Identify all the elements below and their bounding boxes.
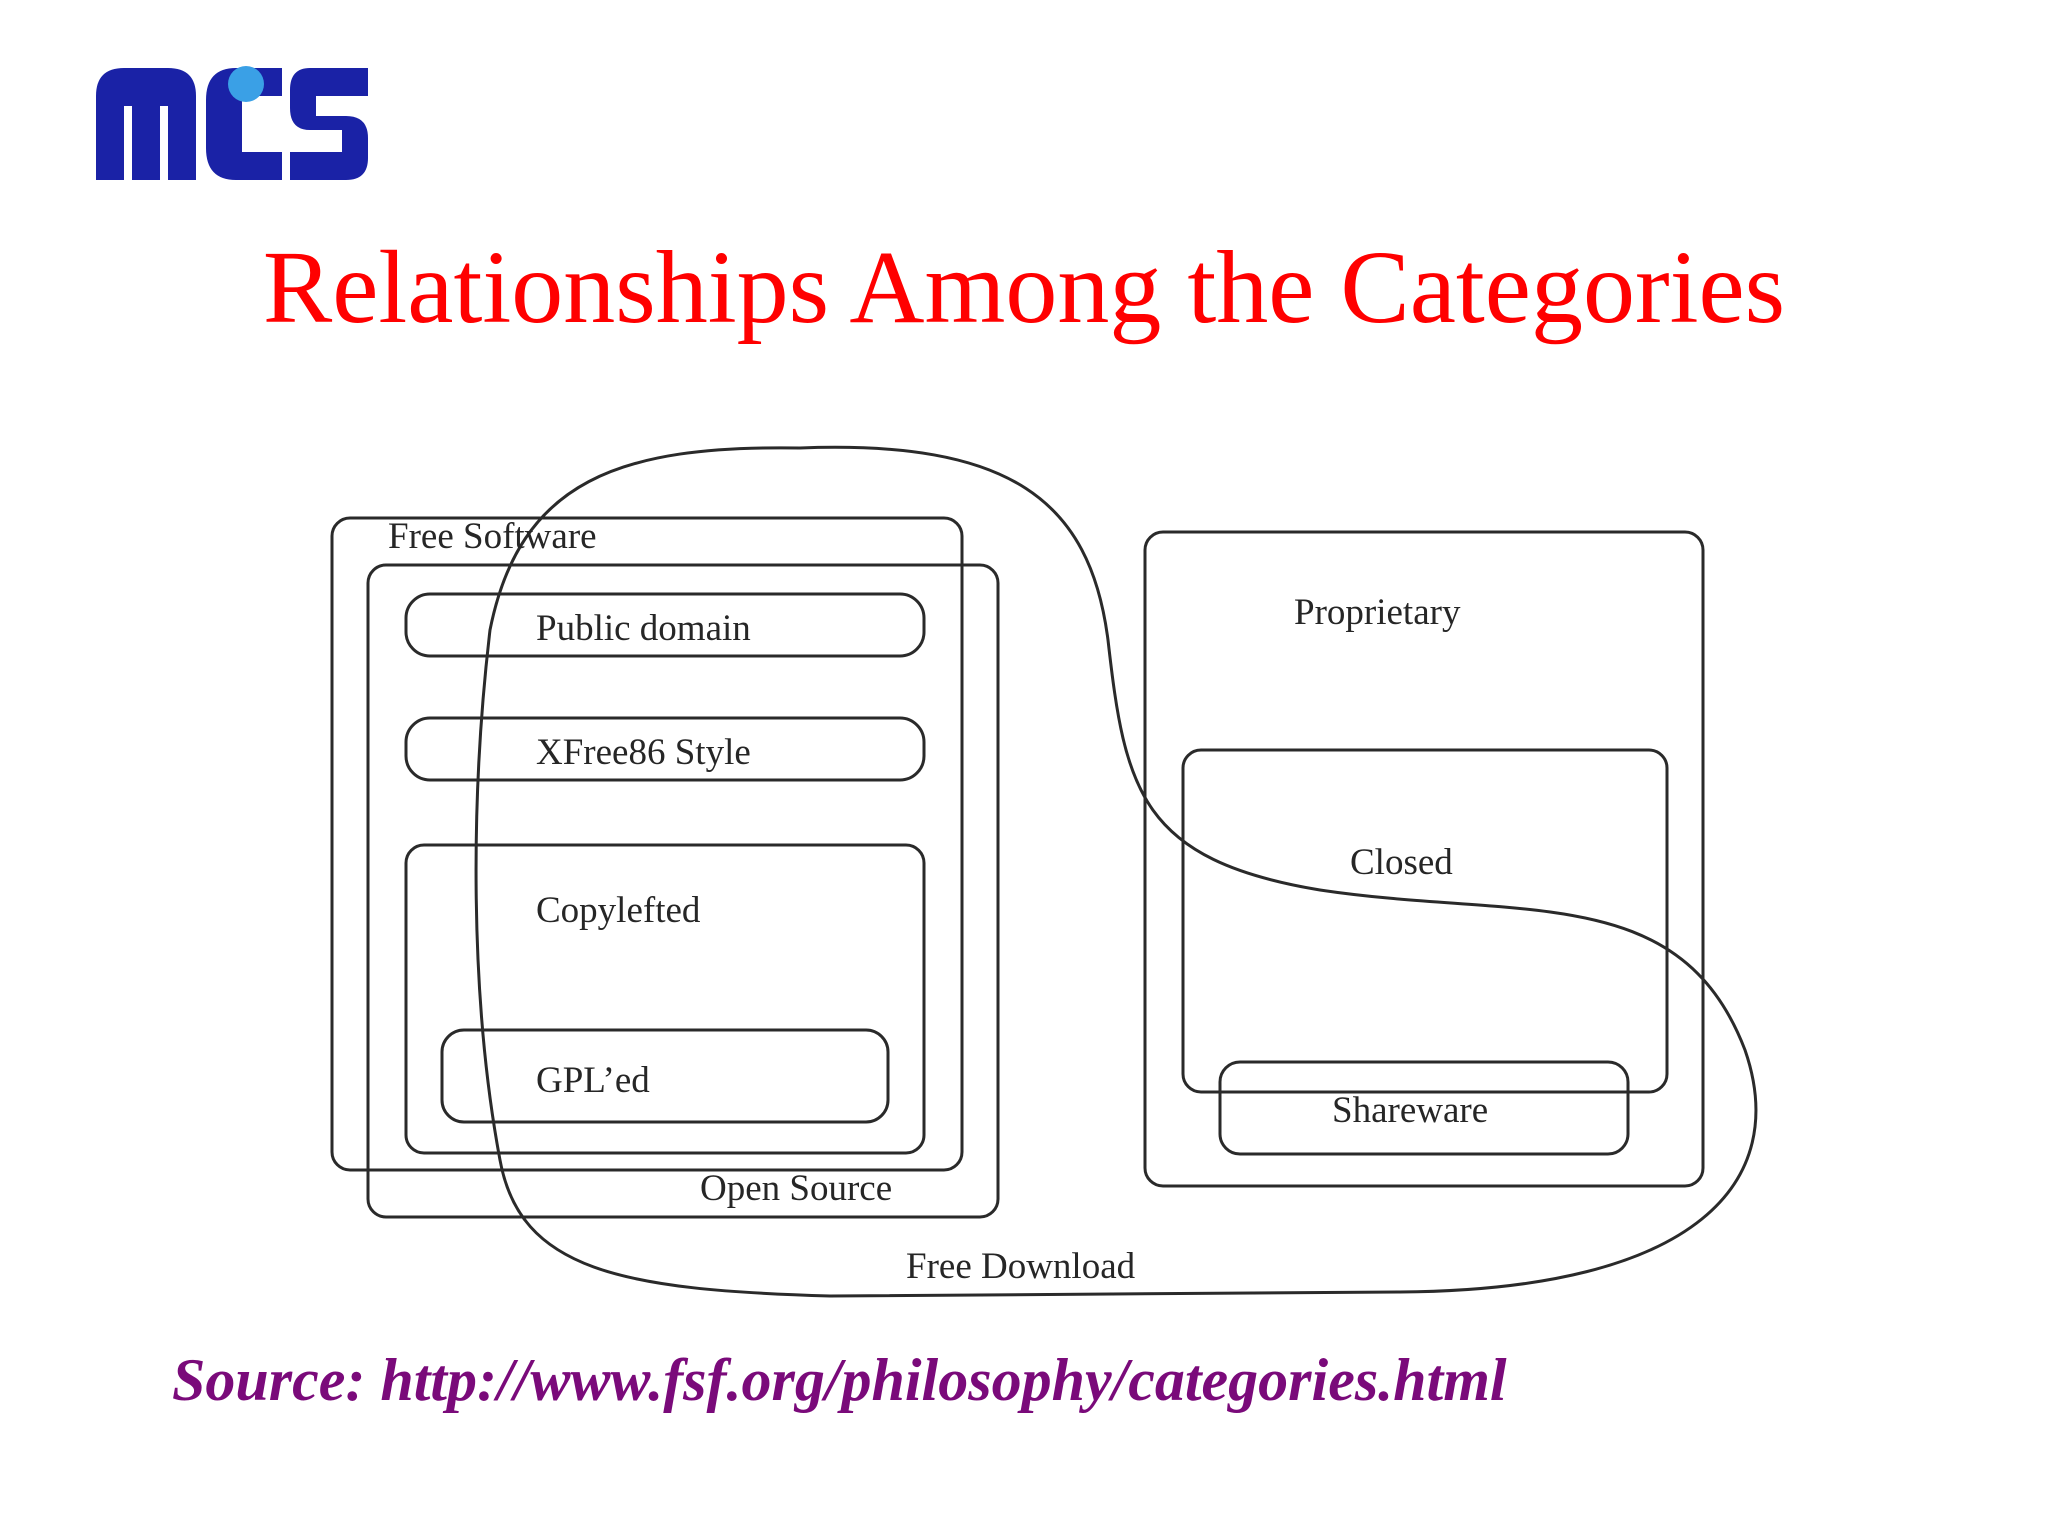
source-citation: Source: http://www.fsf.org/philosophy/ca…: [172, 1347, 1507, 1413]
copylefted-label: Copylefted: [536, 890, 701, 931]
open-source-label: Open Source: [700, 1168, 892, 1209]
copylefted-box: [404, 843, 926, 1155]
public-domain-label: Public domain: [536, 608, 751, 649]
free-download-curve: [474, 445, 1758, 1298]
closed-box: [1181, 748, 1669, 1094]
gpled-box: [440, 1028, 890, 1124]
closed-label: Closed: [1350, 842, 1453, 883]
open-source-box: [366, 563, 1000, 1219]
logo-letter-m: [96, 68, 196, 180]
logo-accent-dot: [228, 66, 264, 102]
shareware-box: [1218, 1060, 1630, 1156]
slide-title: Relationships Among the Categories: [262, 230, 1786, 345]
proprietary-label: Proprietary: [1294, 592, 1461, 633]
mcs-logo-icon: [96, 66, 368, 180]
free-download-label: Free Download: [906, 1246, 1136, 1287]
proprietary-box: [1143, 530, 1705, 1188]
gpled-label: GPL’ed: [536, 1060, 650, 1101]
xfree86-style-box: [404, 716, 926, 782]
xfree86-style-label: XFree86 Style: [536, 732, 751, 773]
free-software-label: Free Software: [388, 516, 597, 557]
logo-letter-c: [206, 68, 282, 180]
shareware-label: Shareware: [1332, 1090, 1488, 1131]
free-software-box: [330, 516, 964, 1172]
public-domain-box: [404, 592, 926, 658]
logo-letter-s: [290, 68, 368, 180]
